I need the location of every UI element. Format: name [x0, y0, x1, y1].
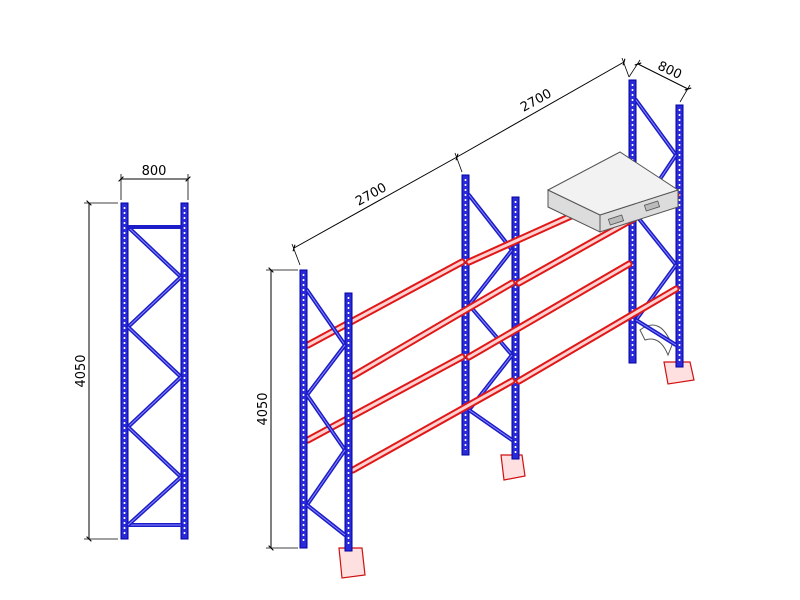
frame-height-dimension: 4050 [74, 200, 118, 542]
rack-height-dimension: 4050 [256, 267, 298, 551]
frame-width-dimension: 800 [118, 164, 191, 200]
frame-upright-left [120, 202, 129, 540]
frame-back-right [628, 79, 695, 385]
frame-upright-right [180, 202, 189, 540]
frame-front-left [299, 269, 366, 579]
side-frame-view: 800 4050 [74, 164, 191, 542]
frame-width-label: 800 [142, 164, 167, 179]
rack-depth-dimension: 800 [628, 59, 692, 103]
bay-length-dimensions: 2700 2700 [291, 57, 630, 266]
frame-bracing [126, 225, 183, 527]
isometric-rack-view: 4050 2700 2700 800 [256, 57, 695, 579]
frame-height-label: 4050 [74, 354, 89, 387]
bay-length-back-label: 2700 [518, 86, 554, 115]
pallet [546, 151, 680, 233]
rack-height-label: 4050 [256, 392, 271, 425]
